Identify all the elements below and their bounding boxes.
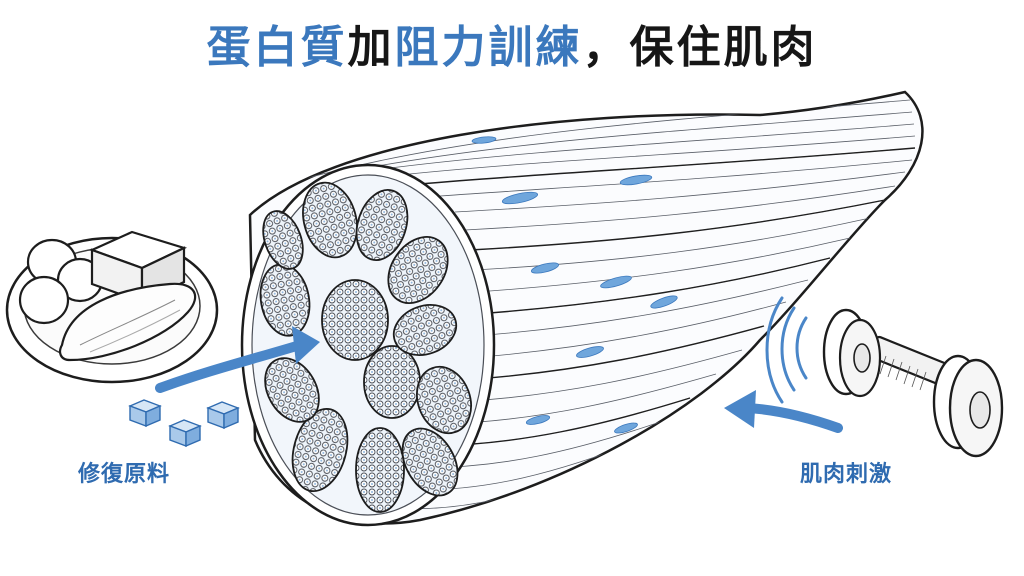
arrow-icon	[155, 326, 320, 393]
training-label: 肌肉刺激	[800, 462, 893, 487]
title-part-protein: 蛋白質	[206, 22, 348, 73]
protein-label: 修復原料	[78, 462, 171, 487]
title-part-training: 阻力訓練	[394, 22, 583, 73]
title-part-plus: 加	[347, 22, 395, 73]
food-plate-icon	[5, 230, 219, 384]
dumbbell-icon	[765, 296, 1004, 458]
title-part-keep-muscle: ，保住肌肉	[582, 22, 818, 73]
arrow-icon	[724, 390, 843, 433]
muscle-cross-section	[240, 163, 496, 527]
page-title: 蛋白質加阻力訓練，保住肌肉	[0, 18, 1024, 78]
protein-cube-icon	[128, 399, 240, 448]
